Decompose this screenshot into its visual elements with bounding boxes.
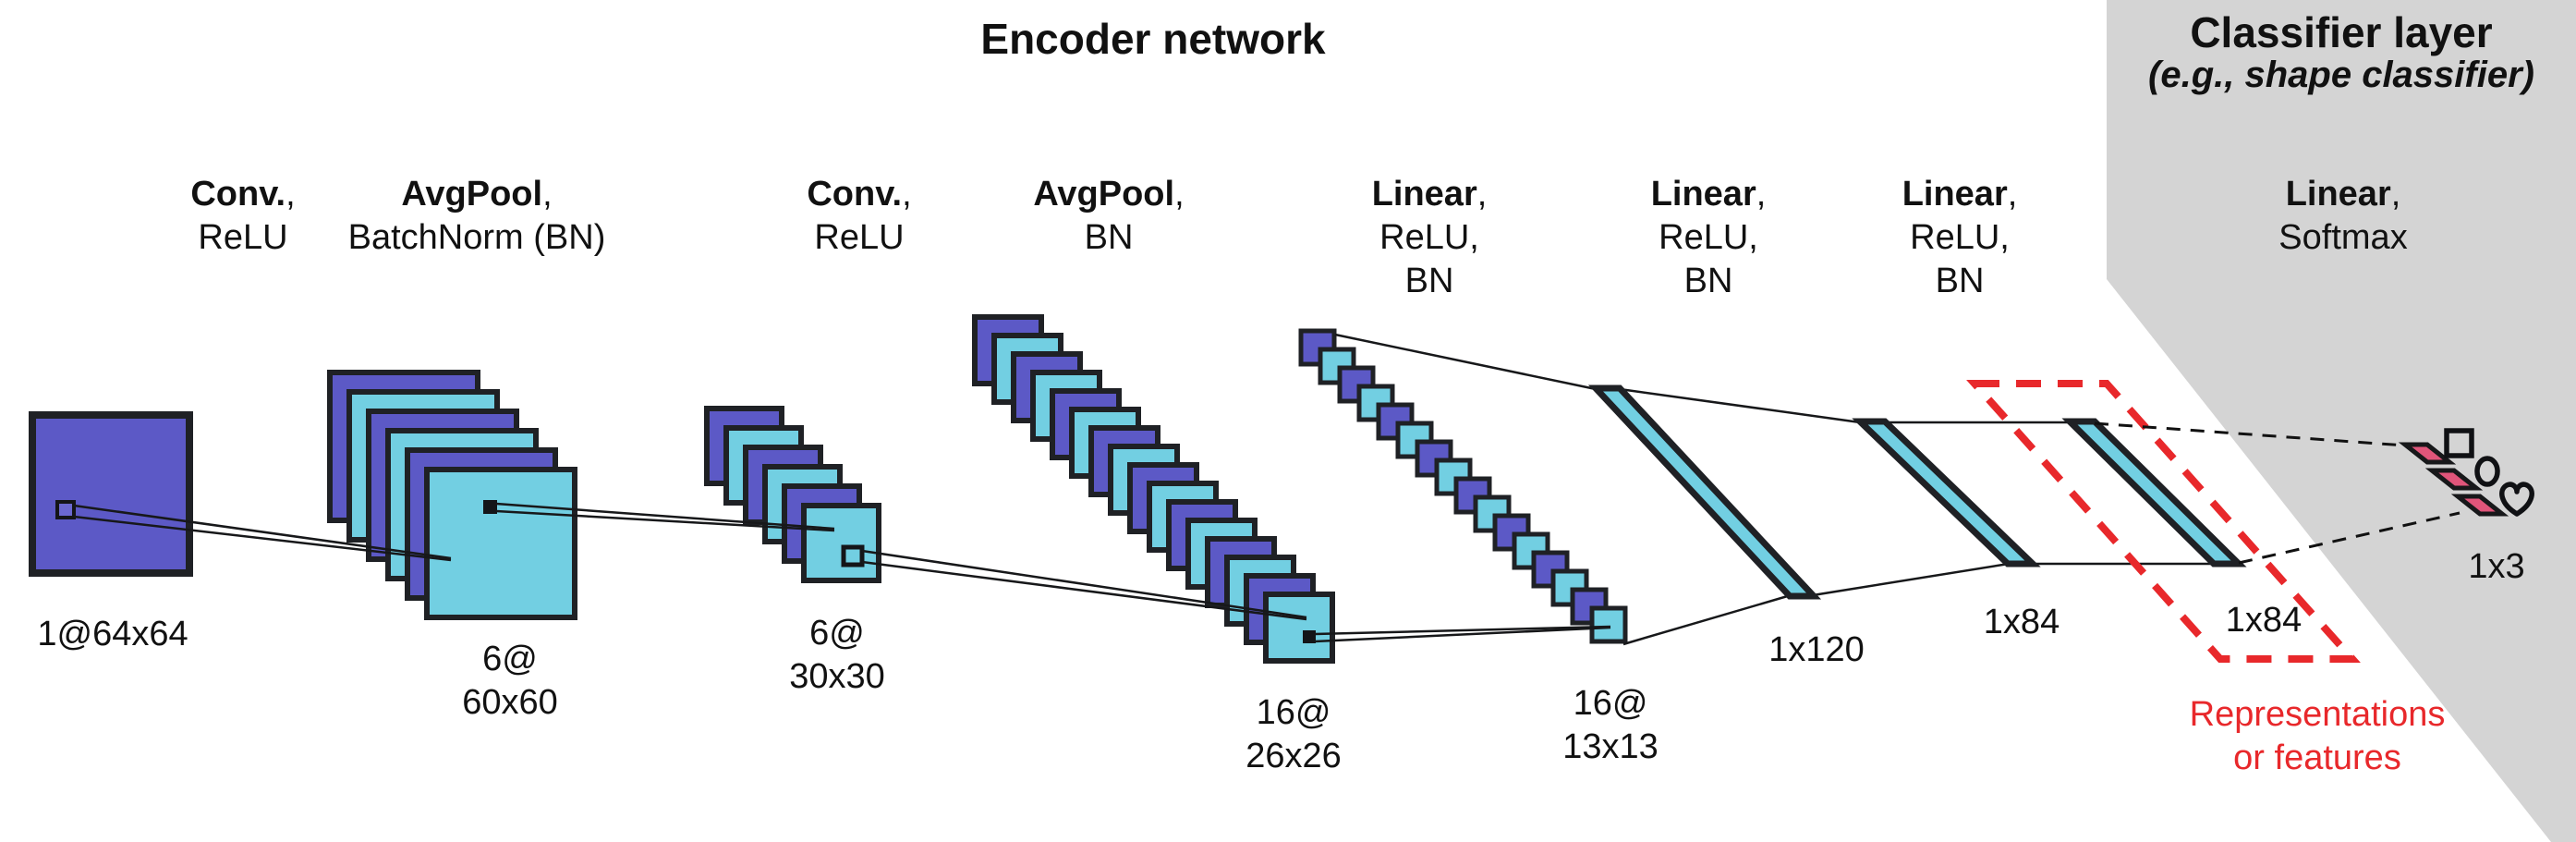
layer-label-linear2: Linear, ReLU, BN [1650,175,1767,300]
rf-line [1314,625,1611,636]
receptive-marker-conv2 [841,544,865,567]
linear-bar-1x120 [1587,384,1822,600]
rf-line [861,549,1307,619]
input-image [29,411,193,577]
rf-line [495,502,835,531]
representation-outline [1966,380,2361,663]
dim-label-1x120: 1x120 [1768,630,1865,669]
oval-class-icon [2474,456,2500,487]
output-cell [2398,442,2457,465]
linear-bar-1x84-a [1852,418,2041,567]
rf-line [73,504,452,560]
output-cell [2424,468,2484,491]
dim-label-conv1: 6@60x60 [462,640,558,722]
layer-label-linear3: Linear, ReLU, BN [1902,175,2018,300]
receptive-marker-conv1 [483,500,497,514]
layer-label-pool2: AvgPool, BN [1033,175,1185,257]
stack-conv2 [704,406,881,583]
receptive-marker-input [55,500,76,519]
fan-line [1619,387,1861,424]
feature-map [1263,592,1335,664]
dim-label-pool2: 16@26x26 [1245,693,1342,775]
stack-conv1 [327,370,577,620]
rf-line [1314,626,1611,643]
receptive-marker-pool2 [1303,630,1316,643]
layer-label-conv1: Conv., ReLU [190,175,296,257]
feature-map [424,467,577,620]
output-cell [2450,494,2509,517]
layer-label-linear1: Linear, ReLU, BN [1371,175,1488,300]
fan-line [1812,562,2010,597]
layer-label-classifier-linear: Linear, Softmax [2278,175,2408,257]
layer-label-pool1: AvgPool, BatchNorm (BN) [347,175,606,257]
square-class-icon [2444,428,2474,458]
feature-map [1589,605,1628,644]
rf-line [861,560,1307,621]
linear-bar-1x84-b [2061,418,2247,567]
fan-line [1334,333,1597,391]
classifier-title: Classifier layer [2190,8,2493,56]
dim-label-input: 1@64x64 [37,615,188,653]
rf-line [73,515,452,562]
dim-label-1x3: 1x3 [2468,547,2525,586]
dim-label-conv2: 6@30x30 [789,614,885,696]
heart-class-icon [2499,482,2534,517]
stack-pool2 [972,314,1335,664]
representation-annotation: Representations or features [2189,695,2446,777]
feature-map [801,503,881,583]
fan-line [1622,593,1792,646]
layer-label-conv2: Conv., ReLU [807,175,912,257]
stack-fc-input [1298,328,1628,644]
dim-label-1x84-b: 1x84 [2225,601,2303,640]
classifier-subtitle: (e.g., shape classifier) [2148,55,2534,95]
classifier-dashed-line [2094,421,2406,447]
classifier-panel [2107,0,2576,842]
encoder-title: Encoder network [980,15,1326,63]
dim-label-1x84-a: 1x84 [1983,603,2060,641]
classifier-dashed-line [2238,511,2461,565]
rf-line [495,509,835,532]
dim-label-fc-input: 16@13x13 [1562,684,1659,766]
